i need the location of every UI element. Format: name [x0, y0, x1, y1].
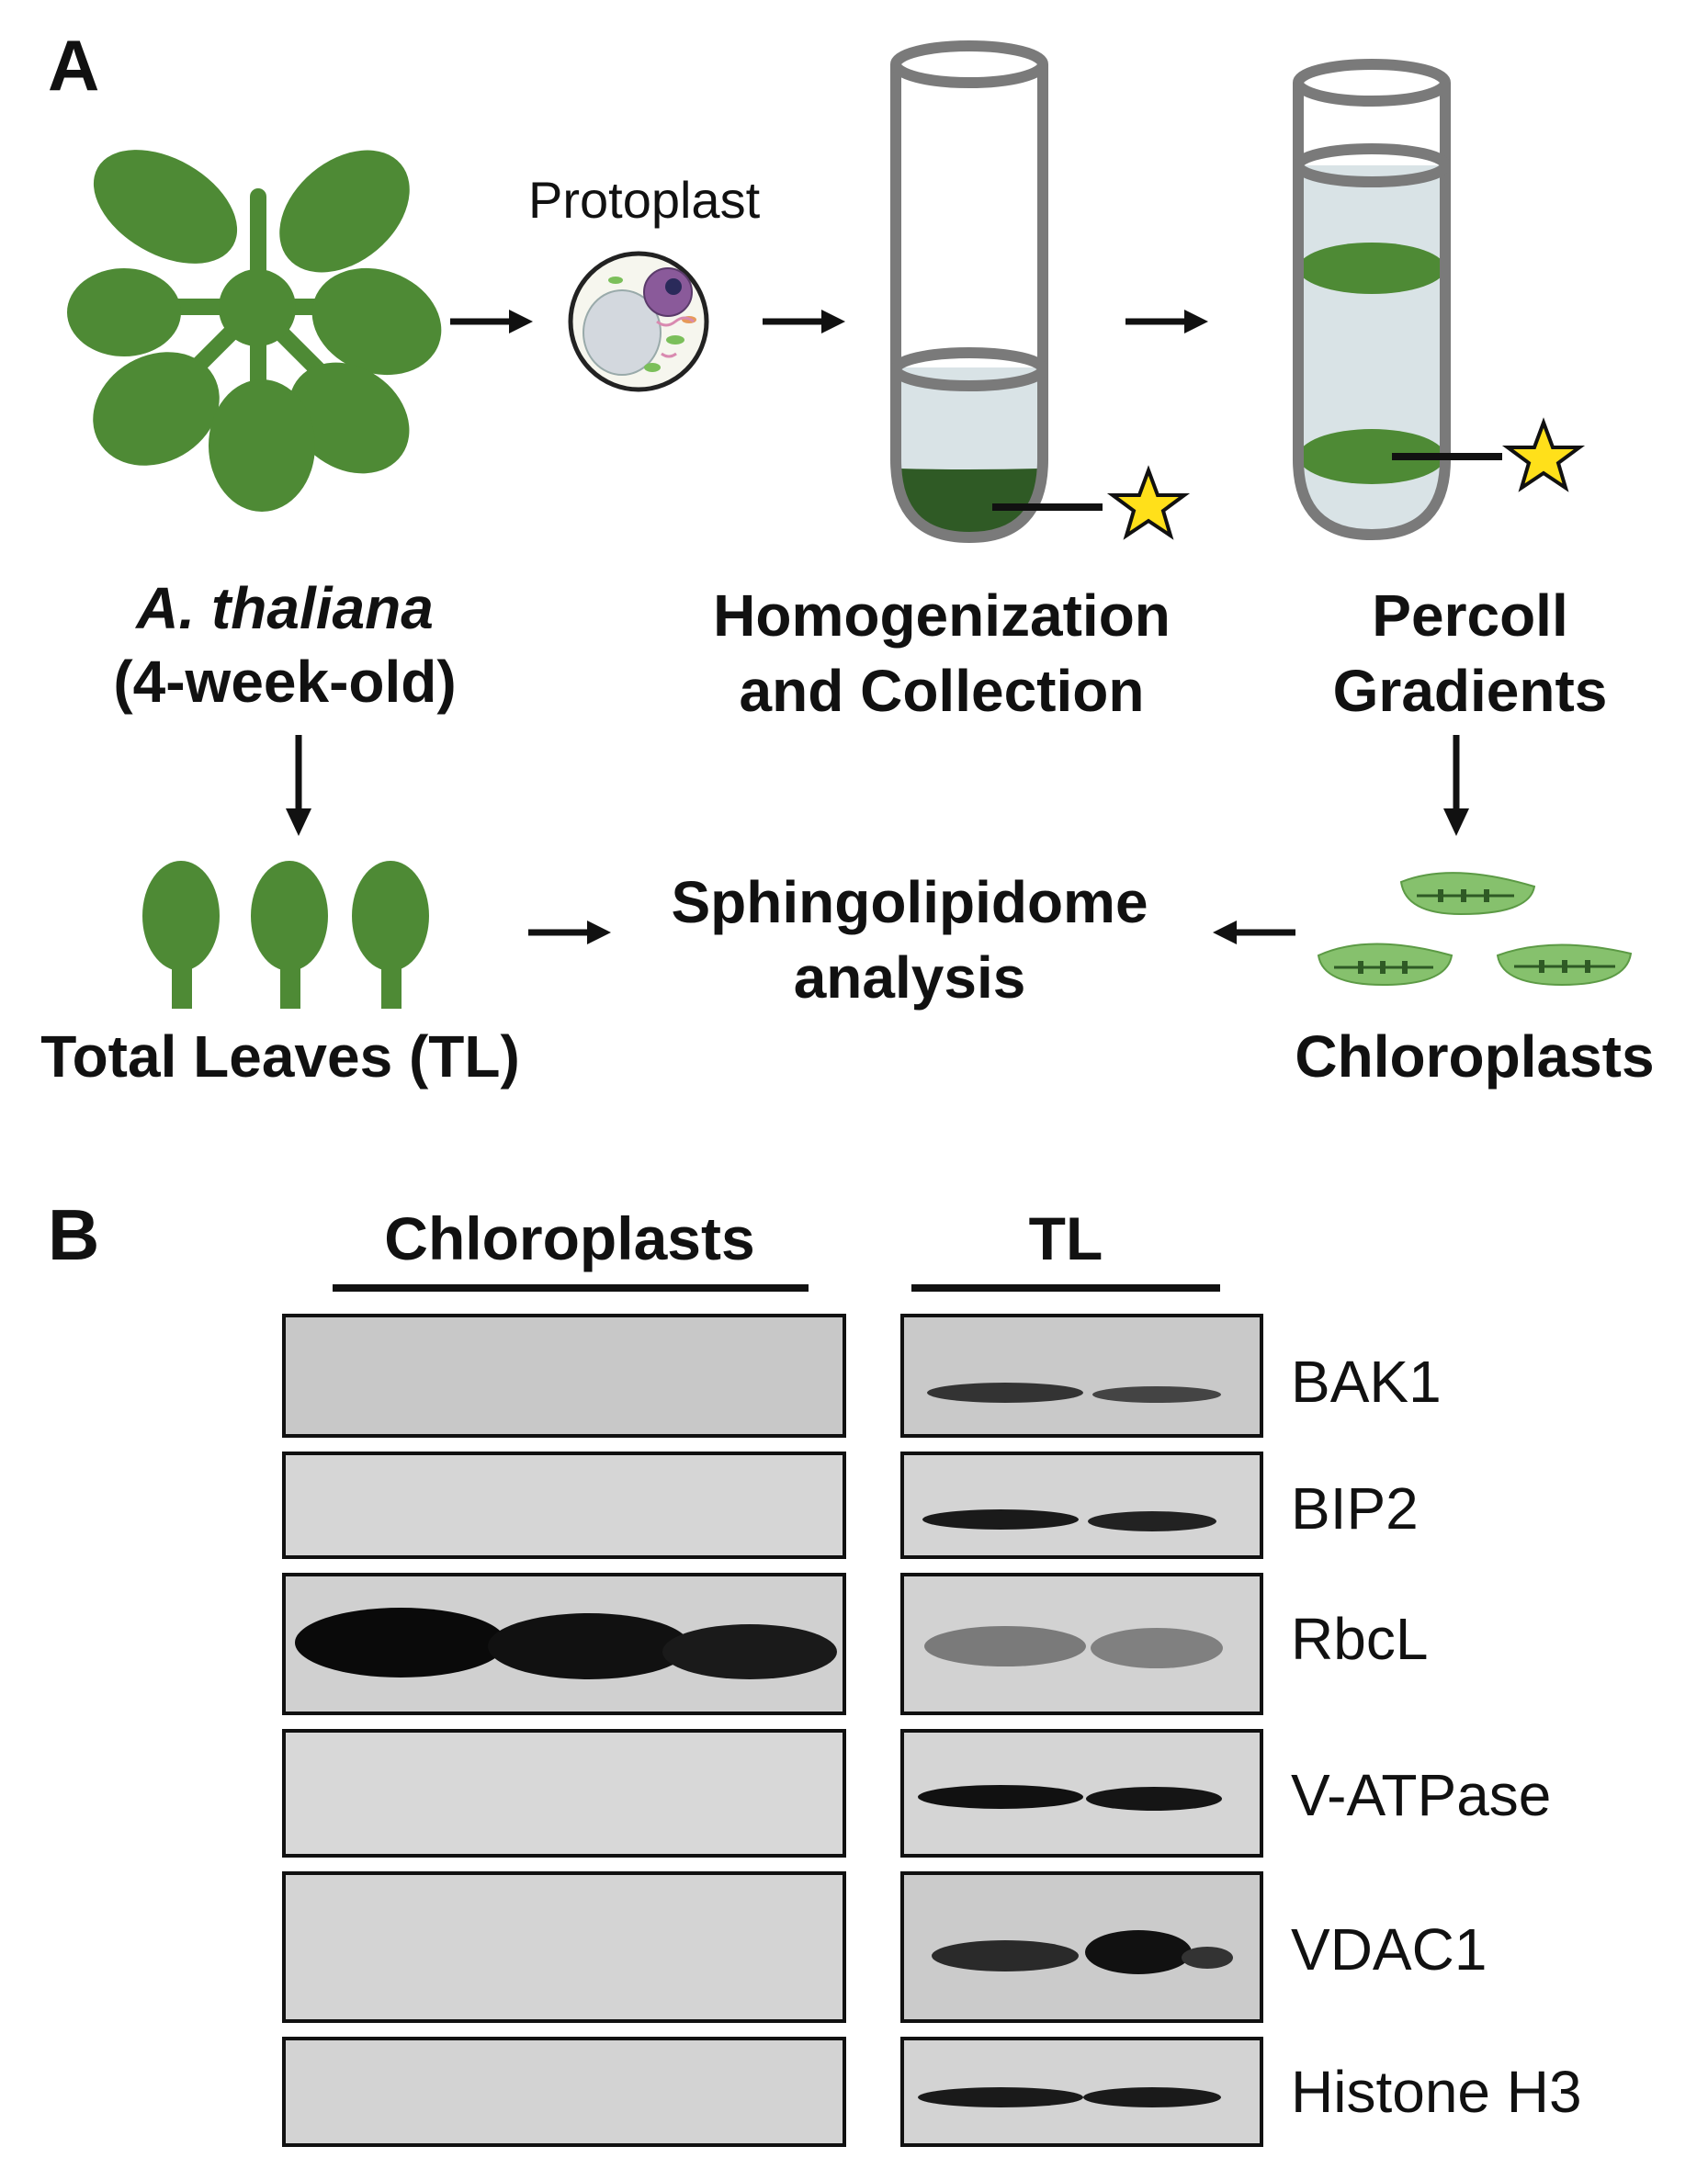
blot-tl-rbcl: [900, 1573, 1263, 1715]
band: [927, 1383, 1221, 1403]
band: [922, 1509, 1216, 1531]
protoplast-icon: [568, 251, 709, 392]
band: [924, 1626, 1223, 1668]
blot-tl-bip2: [900, 1452, 1263, 1559]
blot-tl-vdac1: [900, 1871, 1263, 2023]
band: [932, 1930, 1233, 1974]
blot-chloroplasts-v-atpase: [282, 1729, 846, 1858]
percoll-label-line1: Percoll: [1372, 582, 1568, 649]
blot-label-vdac1: VDAC1: [1291, 1916, 1487, 1983]
chloroplasts-icon: [1317, 872, 1633, 987]
total-leaves-label: Total Leaves (TL): [40, 1023, 520, 1090]
arrow-right-icon: [528, 921, 611, 944]
blot-tl-bak1: [900, 1314, 1263, 1438]
band: [918, 1785, 1222, 1811]
arrow-down-icon: [286, 735, 311, 836]
protoplast-label: Protoplast: [528, 171, 761, 229]
analysis-label-line1: Sphingolipidome: [671, 869, 1148, 935]
plant-species-label: A. thaliana: [136, 575, 434, 641]
blot-label-rbcl: RbcL: [1291, 1606, 1429, 1672]
percoll-label-line2: Gradients: [1332, 658, 1608, 724]
blot-chloroplasts-rbcl: [282, 1573, 846, 1715]
arrow-right-icon: [1125, 310, 1208, 333]
panel-a-label: A: [48, 25, 100, 106]
chloroplasts-lane-header: Chloroplasts: [384, 1204, 755, 1272]
blot-chloroplasts-histone-h3: [282, 2037, 846, 2147]
arrow-down-icon: [1443, 735, 1469, 836]
rosette-plant-icon: [67, 150, 442, 512]
arrow-right-icon: [450, 310, 533, 333]
percoll-tube-icon: [1293, 59, 1586, 541]
homogenization-label-line2: and Collection: [739, 658, 1145, 724]
panel-b-label: B: [48, 1194, 100, 1275]
chloroplasts-lane-bracket: [333, 1284, 809, 1292]
analysis-label-line2: analysis: [793, 944, 1026, 1011]
arrow-left-icon: [1213, 921, 1295, 944]
tl-lane-header: TL: [1028, 1204, 1103, 1272]
blot-label-v-atpase: V-ATPase: [1291, 1762, 1552, 1828]
blot-tl-histone-h3: [900, 2037, 1263, 2147]
leaves-icon: [142, 861, 429, 1009]
homogenization-label-line1: Homogenization: [713, 582, 1171, 649]
centrifuge-tube-pellet-icon: [890, 40, 1191, 544]
plant-age-label: (4-week-old): [113, 649, 457, 715]
tl-lane-bracket: [911, 1284, 1220, 1292]
blot-chloroplasts-bak1: [282, 1314, 846, 1438]
blot-label-bip2: BIP2: [1291, 1475, 1419, 1542]
chloroplasts-label: Chloroplasts: [1295, 1023, 1655, 1090]
blot-tl-v-atpase: [900, 1729, 1263, 1858]
blot-label-bak1: BAK1: [1291, 1349, 1442, 1415]
blot-chloroplasts-vdac1: [282, 1871, 846, 2023]
blot-label-histone-h3: Histone H3: [1291, 2059, 1582, 2125]
band: [918, 2087, 1221, 2107]
blot-chloroplasts-bip2: [282, 1452, 846, 1559]
band: [295, 1608, 837, 1679]
arrow-right-icon: [763, 310, 845, 333]
